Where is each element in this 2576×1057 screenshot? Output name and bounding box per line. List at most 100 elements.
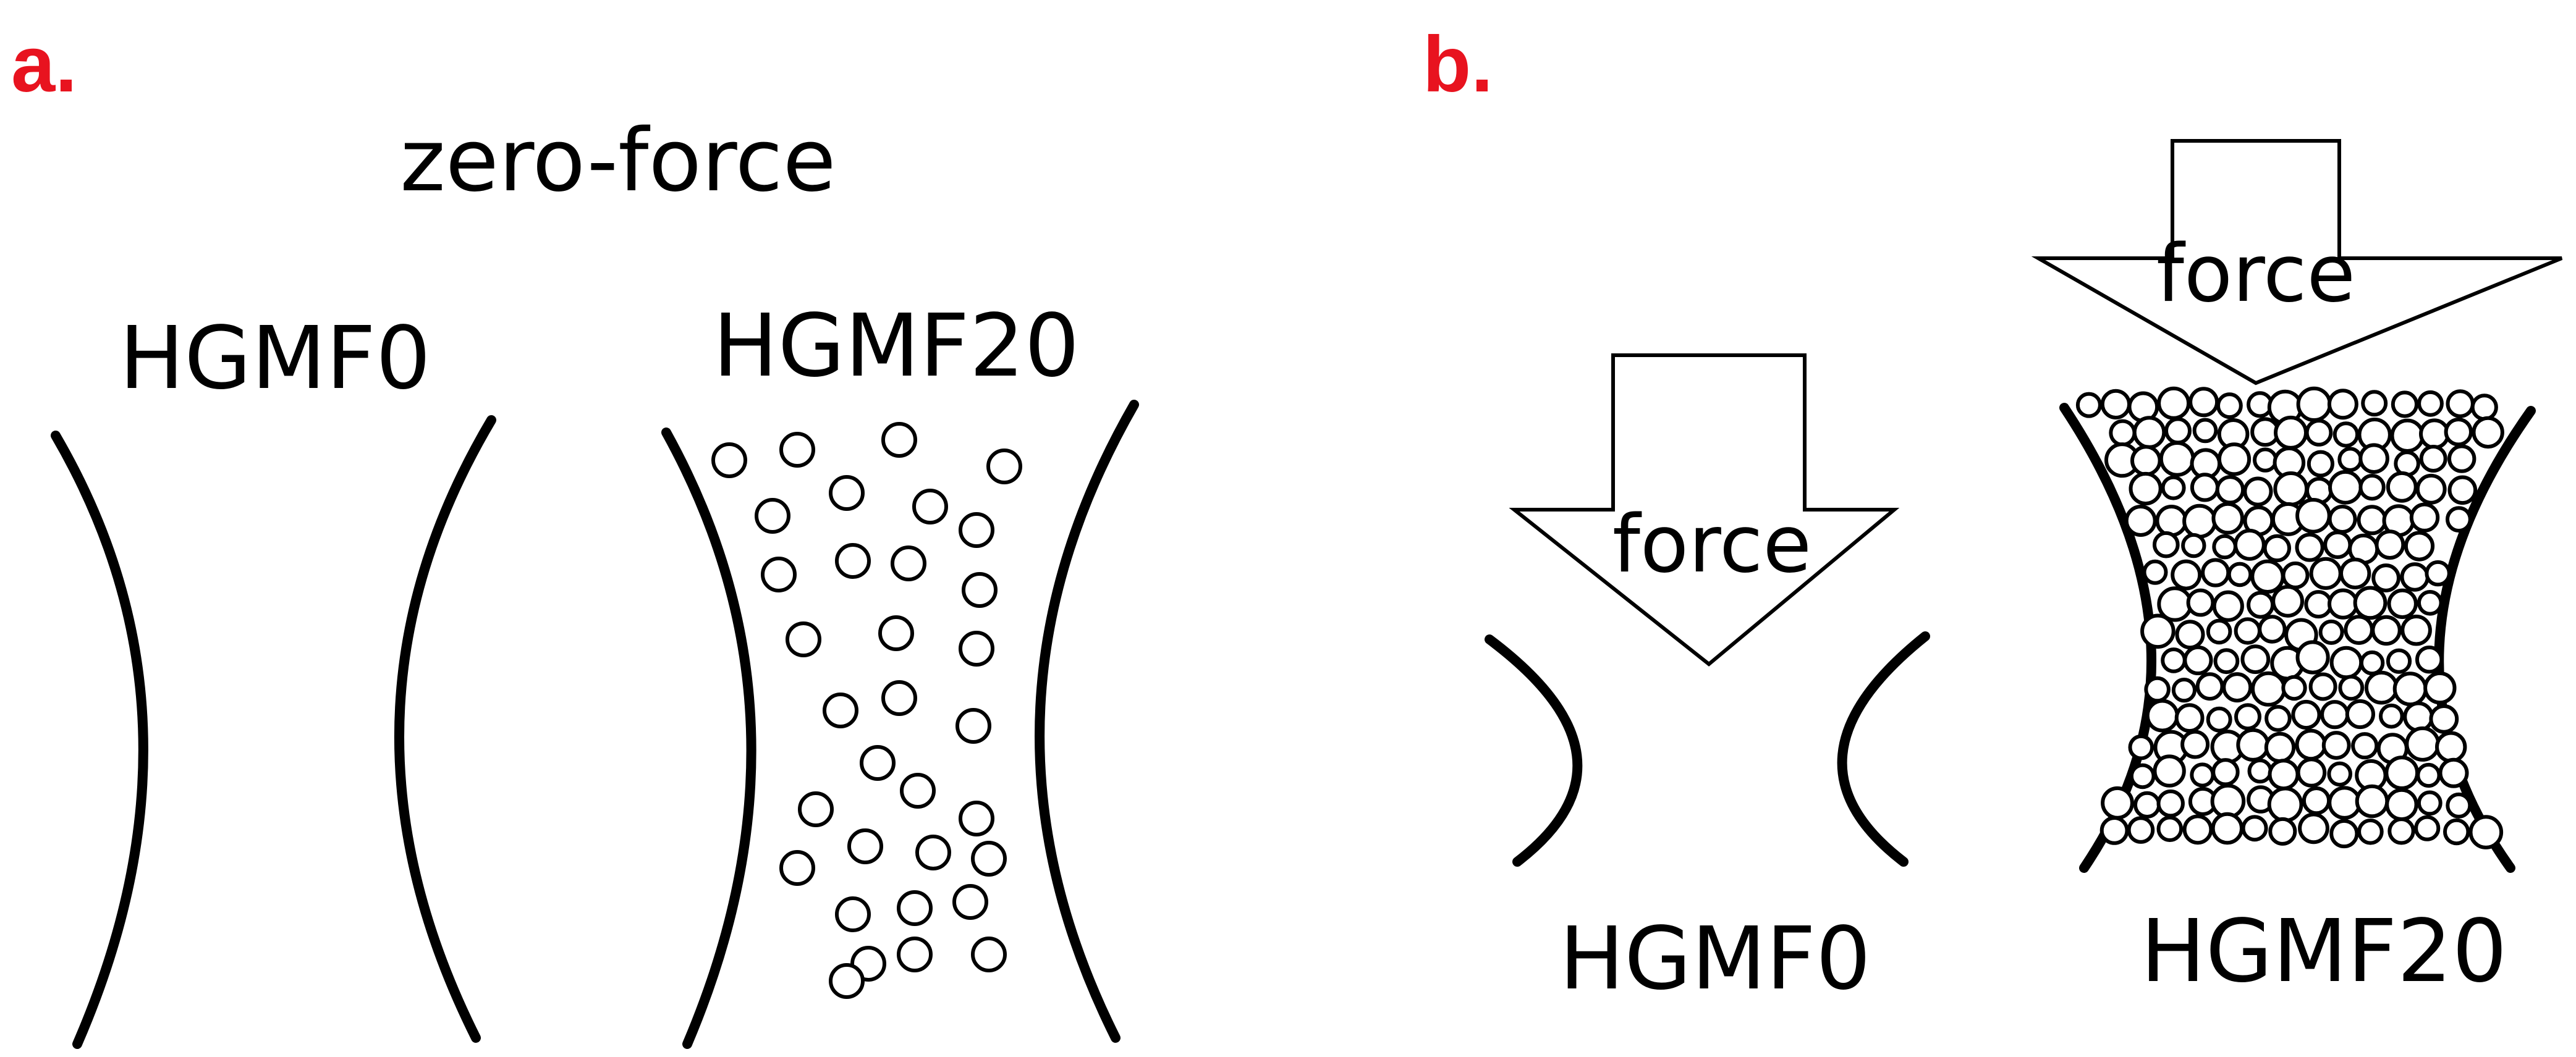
bead — [2140, 613, 2176, 649]
bead — [2417, 590, 2443, 616]
bead — [2164, 417, 2192, 445]
bead — [2227, 562, 2253, 587]
bead — [2211, 758, 2240, 786]
bead — [2332, 421, 2360, 448]
panel-a-title: zero-force — [400, 111, 836, 211]
force-arrow-small — [1509, 353, 1900, 667]
bead — [2212, 590, 2244, 622]
hgmf0-uncompressed: HGMF0 — [51, 308, 496, 1049]
bead — [2211, 502, 2244, 535]
bead — [2417, 790, 2443, 816]
bead — [2321, 731, 2351, 760]
bead — [829, 963, 865, 999]
bead — [2414, 815, 2441, 841]
bead — [959, 801, 994, 836]
bead — [2250, 559, 2285, 594]
bead — [2409, 502, 2440, 533]
bead — [2379, 703, 2404, 729]
bead — [711, 442, 747, 478]
bead — [2128, 734, 2154, 760]
bead — [897, 890, 933, 926]
bead — [2267, 786, 2303, 823]
hgmf20-label-a: HGMF20 — [713, 296, 1079, 397]
bead — [2100, 389, 2131, 420]
bead — [2417, 390, 2444, 417]
bead — [2435, 731, 2467, 763]
bead — [2438, 757, 2469, 788]
bead — [2234, 617, 2262, 645]
bead — [2216, 392, 2243, 419]
bead — [2371, 563, 2401, 592]
bead — [2394, 450, 2420, 477]
bead — [2298, 812, 2329, 844]
bead — [2253, 447, 2278, 473]
hgmf20-beads-sparse — [711, 422, 1022, 999]
bead — [2328, 505, 2357, 534]
hgmf20-compressed-right-wall — [2434, 406, 2536, 873]
bead — [986, 448, 1022, 484]
bead — [912, 489, 948, 524]
bead — [2327, 761, 2352, 787]
bead — [2144, 676, 2171, 703]
bead — [2129, 471, 2163, 506]
hgmf0-right-wall — [394, 415, 496, 1043]
force-label-large: force — [2156, 228, 2355, 320]
bead — [2329, 819, 2359, 849]
bead — [2155, 505, 2188, 537]
bead — [2145, 699, 2179, 733]
bead — [2156, 815, 2184, 842]
bead — [2212, 534, 2237, 560]
bead — [2264, 731, 2296, 764]
bead — [761, 557, 797, 592]
bead — [2124, 505, 2157, 537]
bead — [2130, 445, 2162, 476]
bead — [2307, 450, 2334, 478]
bead — [2470, 394, 2498, 421]
bead — [2328, 786, 2362, 820]
bead — [2133, 791, 2161, 819]
bead — [2129, 763, 2156, 790]
bead — [835, 543, 871, 579]
bead — [2404, 531, 2435, 562]
bead — [900, 773, 936, 809]
bead — [2258, 615, 2287, 644]
bead — [2318, 619, 2344, 645]
bead — [2182, 814, 2213, 845]
bead — [2213, 648, 2240, 675]
bead — [2183, 645, 2213, 676]
bead — [2271, 584, 2305, 618]
bead — [823, 693, 858, 728]
bead — [2390, 418, 2425, 453]
bead — [2281, 561, 2310, 589]
bead — [897, 937, 933, 972]
bead — [2217, 442, 2252, 476]
bead — [2447, 444, 2476, 473]
bead — [2359, 650, 2385, 676]
bead — [2295, 728, 2327, 761]
bead — [2192, 418, 2218, 444]
bead — [2447, 475, 2478, 505]
bead — [2386, 471, 2418, 503]
bead — [2358, 443, 2389, 474]
bead — [2109, 419, 2137, 447]
bead — [2338, 675, 2365, 701]
bead — [2243, 476, 2273, 507]
bead — [2234, 528, 2266, 561]
hgmf0-label-a: HGMF0 — [119, 308, 431, 409]
bead — [2175, 620, 2205, 650]
bead — [798, 791, 834, 827]
bead — [2171, 678, 2197, 703]
bead — [2182, 503, 2218, 539]
bead — [2309, 557, 2342, 590]
bead — [971, 841, 1007, 877]
hgmf0-left-wall — [51, 431, 148, 1049]
bead — [2355, 784, 2389, 819]
bead — [2443, 818, 2470, 846]
bead — [2159, 441, 2195, 477]
panel-b-label: b. — [1423, 20, 1493, 109]
bead — [2273, 471, 2309, 507]
bead — [2215, 475, 2245, 505]
bead — [955, 708, 991, 744]
bead — [2405, 726, 2441, 762]
hgmf20-label-b: HGMF20 — [2140, 901, 2507, 1002]
